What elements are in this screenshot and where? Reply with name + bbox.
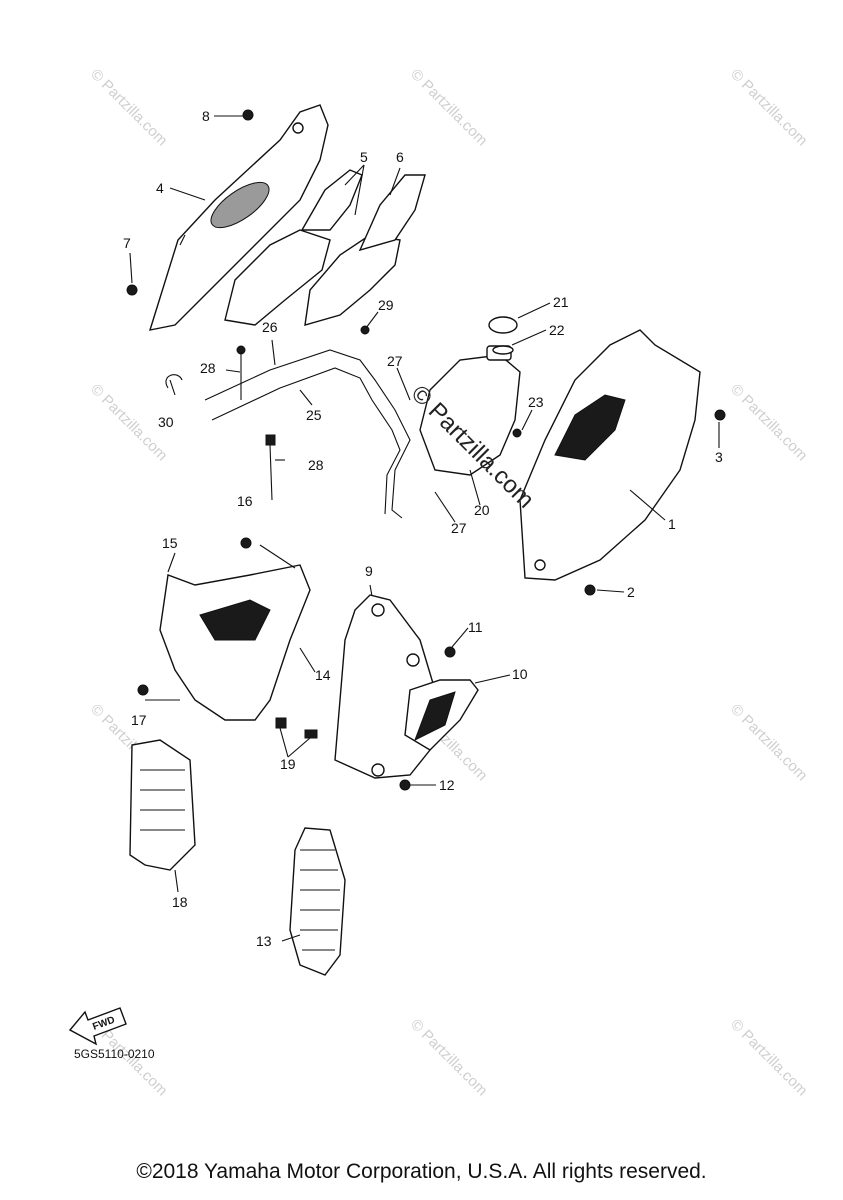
callout-3[interactable]: 3	[715, 449, 723, 465]
fwd-arrow-icon: FWD	[68, 1007, 127, 1046]
callout-13[interactable]: 13	[256, 933, 272, 949]
callout-14[interactable]: 14	[315, 667, 331, 683]
callout-15[interactable]: 15	[162, 535, 178, 551]
callout-6[interactable]: 6	[396, 149, 404, 165]
part-4-side-cover[interactable]	[148, 104, 329, 331]
callout-30[interactable]: 30	[158, 414, 174, 430]
copyright-notice: ©2018 Yamaha Motor Corporation, U.S.A. A…	[136, 1160, 707, 1183]
callout-9[interactable]: 9	[365, 563, 373, 579]
watermark: © Partzilla.com	[727, 66, 810, 149]
callout-28[interactable]: 28	[308, 457, 324, 473]
watermark: © Partzilla.com	[727, 1016, 810, 1099]
callout-2[interactable]: 2	[627, 584, 635, 600]
fasteners	[126, 109, 726, 791]
callout-16[interactable]: 16	[237, 493, 253, 509]
part-10-guard[interactable]	[404, 679, 479, 751]
watermark: © Partzilla.com	[87, 66, 170, 149]
part-18-radiator-guard[interactable]	[129, 739, 196, 871]
callout-23[interactable]: 23	[528, 394, 544, 410]
callout-26[interactable]: 26	[262, 319, 278, 335]
watermark: © Partzilla.com	[407, 66, 490, 149]
callout-19[interactable]: 19	[280, 756, 296, 772]
callout-12[interactable]: 12	[439, 777, 455, 793]
leader-lines	[129, 115, 720, 942]
callout-22[interactable]: 22	[549, 322, 565, 338]
callout-21[interactable]: 21	[553, 294, 569, 310]
part-1-side-cover-right[interactable]	[519, 329, 701, 581]
callout-labels: 8 4 7 5 6 1 2 3 21 22 23 20 27 27 29 26 …	[123, 108, 723, 949]
callout-25[interactable]: 25	[306, 407, 322, 423]
callout-28[interactable]: 28	[200, 360, 216, 376]
watermark: © Partzilla.com	[407, 1016, 490, 1099]
callout-11[interactable]: 11	[468, 619, 483, 635]
callout-7[interactable]: 7	[123, 235, 131, 251]
part-13-radiator-grille[interactable]	[289, 827, 346, 976]
callout-4[interactable]: 4	[156, 180, 164, 196]
callout-18[interactable]: 18	[172, 894, 188, 910]
callout-5[interactable]: 5	[360, 149, 368, 165]
part-25-26-hoses[interactable]	[204, 349, 411, 519]
callout-27[interactable]: 27	[387, 353, 403, 369]
watermark: © Partzilla.com	[727, 381, 810, 464]
callout-29[interactable]: 29	[378, 297, 394, 313]
part-15-lower-cover[interactable]	[159, 564, 311, 721]
diagram-code: 5GS5110-0210	[74, 1047, 155, 1061]
callout-8[interactable]: 8	[202, 108, 210, 124]
part-20-reservoir-tank[interactable]	[419, 316, 521, 476]
callout-27[interactable]: 27	[451, 520, 467, 536]
watermark: © Partzilla.com	[727, 701, 810, 784]
callout-10[interactable]: 10	[512, 666, 528, 682]
callout-17[interactable]: 17	[131, 712, 147, 728]
callout-1[interactable]: 1	[668, 516, 676, 532]
callout-20[interactable]: 20	[474, 502, 490, 518]
